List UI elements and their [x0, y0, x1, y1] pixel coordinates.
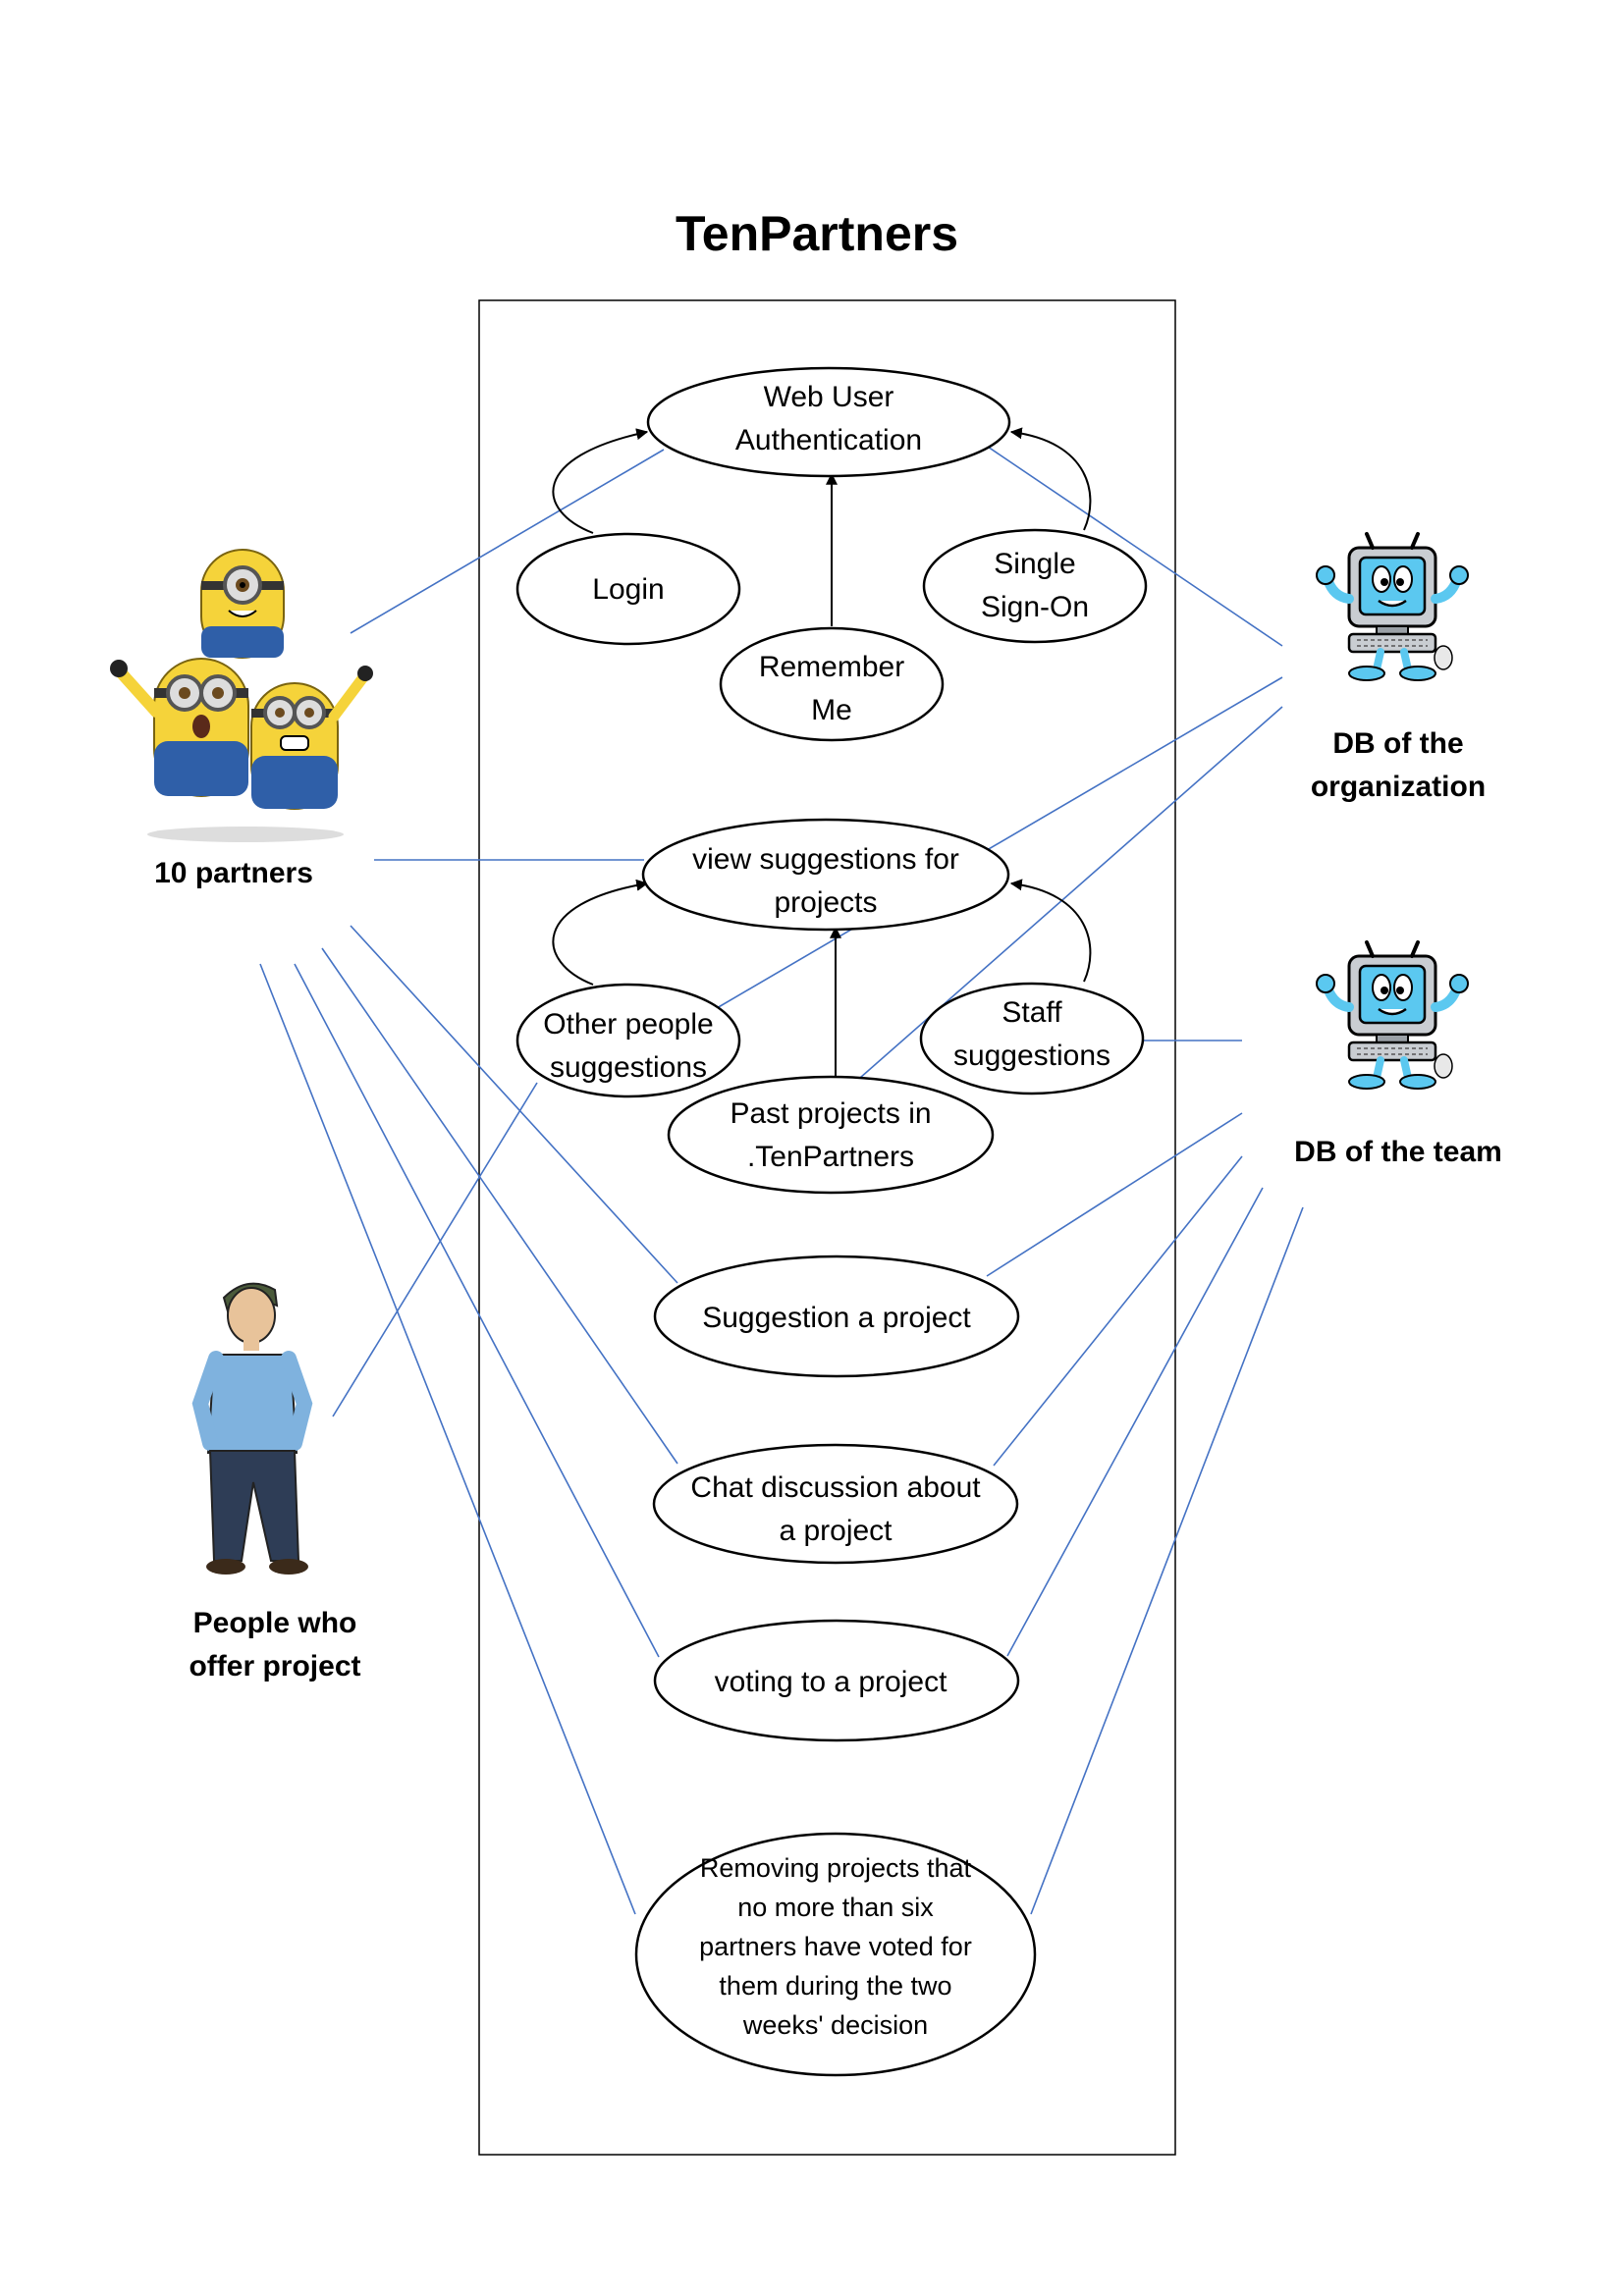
use-case-label: a project	[779, 1515, 893, 1547]
use-case-label: Single	[994, 548, 1075, 580]
actor-10-partners: 10 partners	[110, 549, 373, 889]
use-case-label: Login	[592, 573, 664, 606]
use-case-label: suggestions	[953, 1040, 1110, 1072]
use-case-label: projects	[774, 886, 877, 919]
use-case-label: Suggestion a project	[702, 1302, 971, 1334]
use-case-label: Removing projects that	[700, 1853, 972, 1883]
actor-db-of-the-organization: DB of the organization	[1311, 534, 1486, 803]
use-case-remember-me: Remember Me	[719, 626, 945, 742]
actor-label: DB of the	[1332, 727, 1463, 760]
actor-label: People who	[193, 1607, 357, 1639]
use-case-label: .TenPartners	[747, 1141, 914, 1173]
use-case-login: Login	[515, 532, 741, 646]
use-case-other-people-suggestions: Other people suggestions	[515, 983, 741, 1098]
use-case-label: Web User	[764, 381, 894, 413]
use-case-label: Me	[811, 694, 852, 726]
actor-db-of-the-team: DB of the team	[1294, 942, 1502, 1168]
generalization-arrows	[552, 427, 1092, 1077]
use-case-past-projects: Past projects in .TenPartners	[667, 1075, 995, 1195]
use-case-staff-suggestions: Staff suggestions	[919, 982, 1145, 1095]
minions-group-icon	[110, 549, 373, 842]
use-case-label: Past projects in	[730, 1097, 931, 1130]
use-case-removing-projects: Removing projects that no more than six …	[634, 1832, 1037, 2077]
use-case-chat-discussion: Chat discussion about a project	[652, 1443, 1019, 1565]
use-case-single-sign-on: Single Sign-On	[922, 528, 1148, 644]
use-case-view-suggestions: view suggestions for projects	[641, 818, 1010, 932]
actor-label: organization	[1311, 771, 1486, 803]
actor-label: DB of the team	[1294, 1136, 1502, 1168]
use-case-label: Other people	[543, 1008, 713, 1041]
use-case-label: weeks' decision	[742, 2010, 928, 2040]
diagram-title: TenPartners	[676, 206, 958, 261]
use-case-label: Staff	[1001, 996, 1062, 1029]
computer-mascot-icon	[1317, 942, 1468, 1089]
computer-mascot-icon	[1317, 534, 1468, 680]
use-case-label: Authentication	[735, 424, 922, 456]
use-case-label: voting to a project	[715, 1666, 947, 1698]
use-case-label: Chat discussion about	[690, 1471, 981, 1504]
use-case-label: partners have voted for	[699, 1932, 972, 1961]
use-case-web-user-authentication: Web User Authentication	[646, 366, 1011, 478]
use-case-label: Remember	[759, 651, 904, 683]
use-case-label: view suggestions for	[692, 843, 959, 876]
use-case-voting: voting to a project	[653, 1619, 1020, 1742]
use-case-label: no more than six	[737, 1893, 934, 1922]
person-figure-icon	[191, 1282, 313, 1575]
actor-people-who-offer-project: People who offer project	[189, 1282, 361, 1682]
actor-label: 10 partners	[154, 857, 313, 889]
use-case-label: suggestions	[550, 1051, 707, 1084]
use-case-label: them during the two	[719, 1971, 951, 2001]
system-boundary	[478, 299, 1176, 2156]
actor-label: offer project	[189, 1650, 360, 1682]
use-case-suggestion-a-project: Suggestion a project	[653, 1255, 1020, 1378]
use-case-label: Sign-On	[981, 591, 1089, 623]
